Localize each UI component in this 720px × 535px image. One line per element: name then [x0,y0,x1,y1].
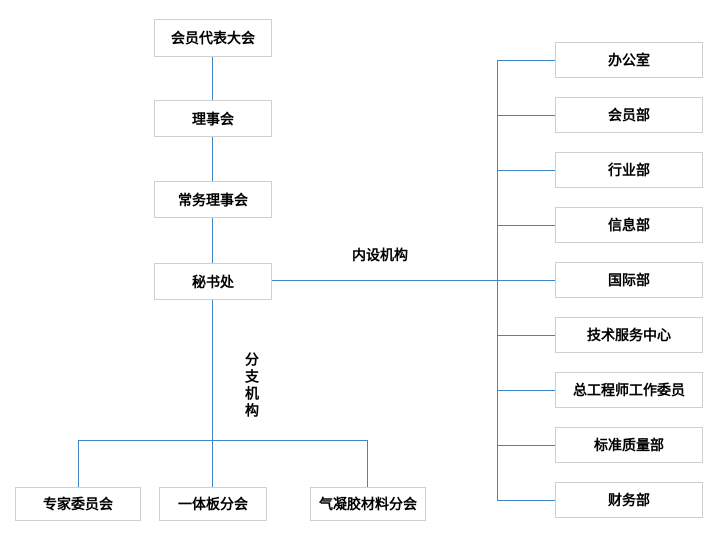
box-chief-engineer-committee: 总工程师工作委员 [555,372,703,408]
connector-line [212,137,213,181]
box-office: 办公室 [555,42,703,78]
box-member-congress: 会员代表大会 [154,19,272,57]
connector-line [497,60,555,61]
box-finance-dept: 财务部 [555,482,703,518]
box-standards-quality-dept: 标准质量部 [555,427,703,463]
connector-line [367,440,368,487]
box-expert-committee: 专家委员会 [15,487,141,521]
connector-line [272,280,497,281]
label-internal-organs: 内设机构 [352,247,408,263]
box-technical-service-center: 技术服务中心 [555,317,703,353]
box-standing-council: 常务理事会 [154,181,272,218]
connector-line [212,300,213,487]
connector-line [78,440,368,441]
box-aerogel-materials-branch: 气凝胶材料分会 [310,487,426,521]
connector-line [212,218,213,263]
connector-line [497,225,555,226]
connector-line [497,390,555,391]
box-council: 理事会 [154,100,272,137]
connector-line [497,170,555,171]
connector-line [212,57,213,100]
box-secretariat: 秘书处 [154,263,272,300]
connector-line [497,445,555,446]
box-international-dept: 国际部 [555,262,703,298]
connector-line [497,335,555,336]
connector-line [78,440,79,487]
label-branch-organs: 分支机构 [244,352,260,420]
box-integrated-panel-branch: 一体板分会 [159,487,267,521]
box-membership-dept: 会员部 [555,97,703,133]
box-information-dept: 信息部 [555,207,703,243]
box-industry-dept: 行业部 [555,152,703,188]
connector-line [497,115,555,116]
connector-line [497,500,555,501]
connector-line [497,280,555,281]
